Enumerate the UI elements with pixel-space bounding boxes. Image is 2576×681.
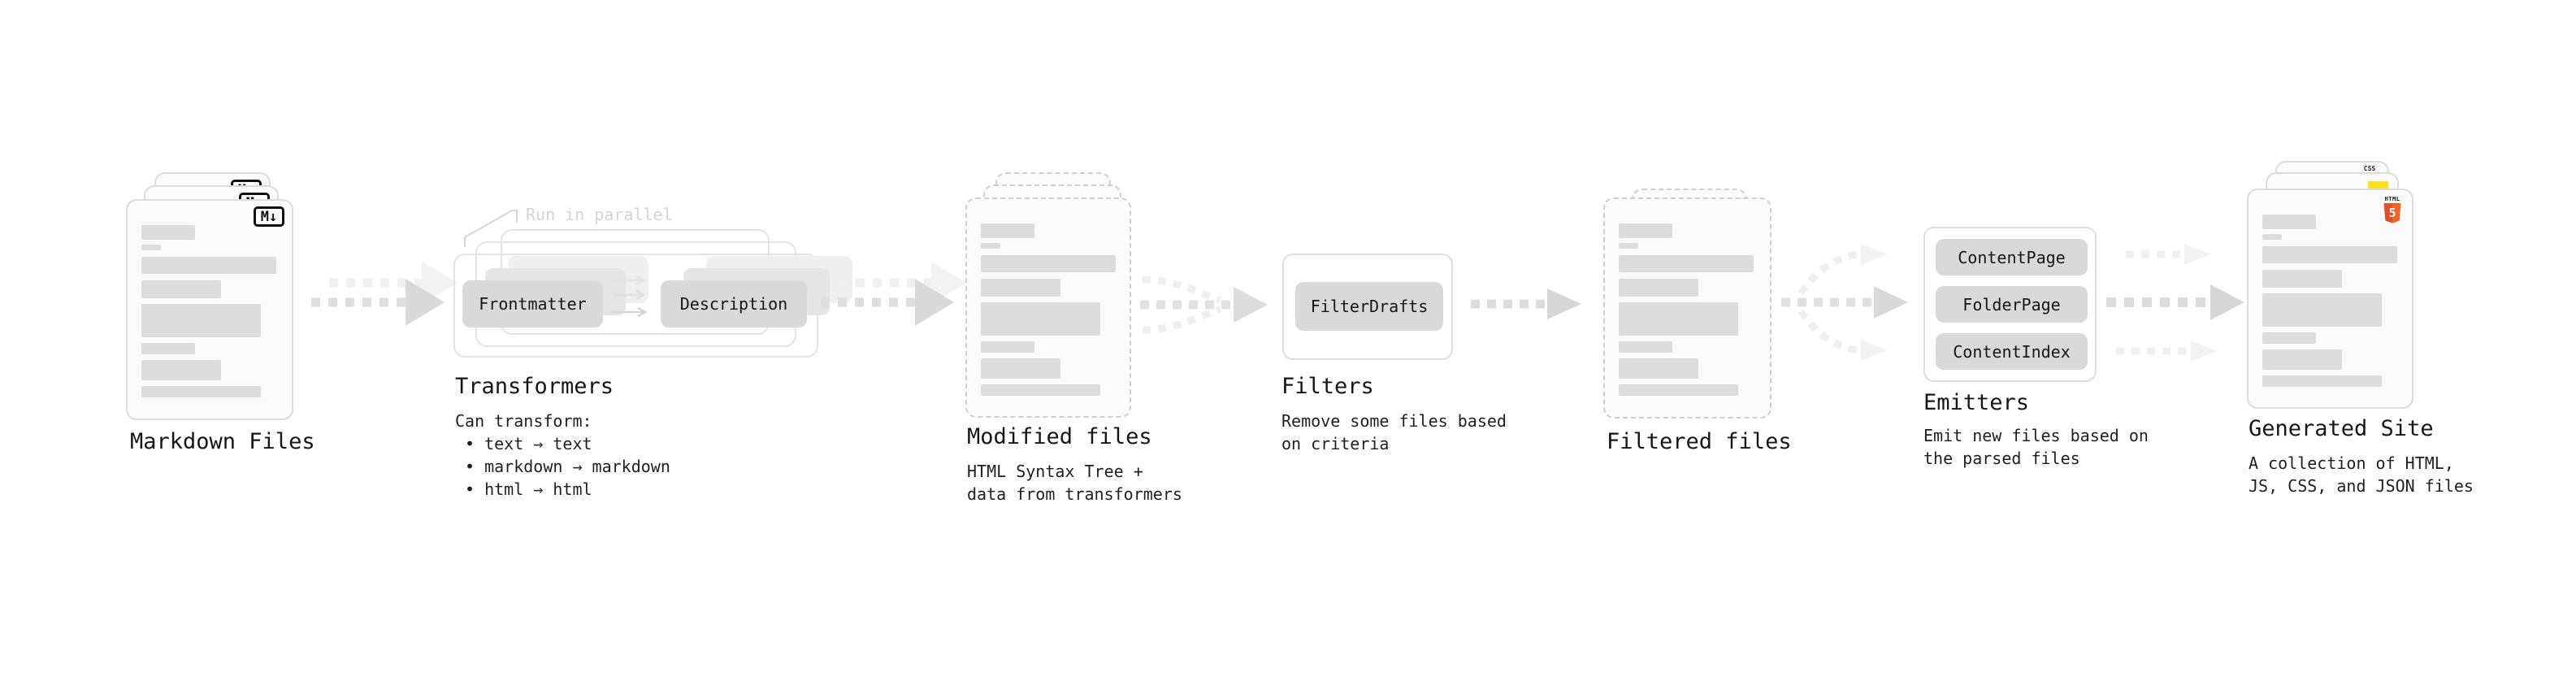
parallel-arrows-icon	[611, 275, 648, 318]
generated-site-stack: CSS HTML 5	[2247, 161, 2418, 413]
emitters-desc: Emit new files based on the parsed files	[1923, 426, 2149, 468]
flow-arrow-markdown-to-transformers	[311, 262, 458, 326]
text-placeholder-bar	[981, 384, 1100, 396]
text-placeholder-bar	[1619, 341, 1672, 353]
text-placeholder-bar	[981, 358, 1060, 379]
text-placeholder-bar	[141, 245, 161, 250]
html-file-card: HTML 5	[2247, 189, 2413, 409]
markdown-file-card-front: M↓	[126, 199, 293, 420]
text-placeholder-bar	[2262, 293, 2382, 327]
transformers-bullet: • text → text	[465, 434, 592, 453]
transformers-group: Run in parallel Frontmatter Description	[453, 205, 852, 530]
text-placeholder-bar	[141, 304, 261, 337]
description-pill: Description	[661, 280, 807, 327]
filters-desc: Remove some files based on criteria	[1281, 411, 1507, 453]
flow-arrow-filtered-to-emitters	[1781, 244, 1908, 361]
text-placeholder-bar	[1619, 302, 1738, 336]
flow-arrow-filters-to-filtered	[1471, 288, 1581, 319]
modified-files-label: Modified files	[967, 424, 1152, 449]
text-placeholder-bar	[981, 223, 1034, 238]
text-placeholder-bar	[1619, 384, 1738, 396]
modified-files-desc: HTML Syntax Tree + data from transformer…	[967, 462, 1182, 504]
markdown-files-stack: M↓ M↓ M↓	[126, 172, 297, 424]
text-placeholder-bar	[981, 255, 1116, 272]
transformers-bullet: • markdown → markdown	[465, 457, 670, 476]
text-placeholder-bar	[1619, 255, 1754, 272]
emitters-panel: ContentPage FolderPage ContentIndex	[1923, 227, 2097, 382]
text-placeholder-bar	[1619, 279, 1698, 297]
flow-arrow-emitters-to-site	[2106, 244, 2244, 362]
filterdrafts-pill: FilterDrafts	[1295, 282, 1443, 331]
text-placeholder-bar	[981, 302, 1100, 336]
filters-panel: FilterDrafts	[1282, 254, 1453, 360]
callout-line	[464, 210, 518, 247]
text-placeholder-bar	[2262, 234, 2282, 240]
filtered-file-card-front	[1603, 197, 1772, 419]
text-placeholder-bar	[1619, 358, 1698, 379]
text-placeholder-bar	[981, 243, 1000, 249]
generated-site-desc: A collection of HTML, JS, CSS, and JSON …	[2249, 453, 2474, 496]
text-placeholder-bar	[141, 360, 221, 380]
markdown-icon: M↓	[254, 206, 284, 227]
text-placeholder-bar	[2262, 332, 2316, 344]
text-placeholder-bar	[141, 386, 261, 397]
run-in-parallel-note: Run in parallel	[526, 205, 673, 224]
transformers-desc-title: Can transform:	[455, 411, 592, 431]
emitters-heading: Emitters	[1923, 390, 2030, 415]
html5-icon: HTML 5	[2382, 196, 2403, 225]
text-placeholder-bar	[981, 279, 1060, 297]
text-placeholder-bar	[1619, 243, 1638, 249]
frontmatter-pill: Frontmatter	[462, 280, 603, 327]
contentpage-pill: ContentPage	[1936, 239, 2088, 275]
transformers-bullet: • html → html	[465, 479, 592, 499]
filters-heading: Filters	[1281, 374, 1374, 399]
text-placeholder-bar	[141, 280, 221, 298]
text-placeholder-bar	[2262, 375, 2382, 387]
modified-files-stack	[965, 172, 1136, 424]
text-placeholder-bar	[2262, 215, 2316, 229]
svg-text:5: 5	[2388, 206, 2396, 220]
text-placeholder-bar	[2262, 246, 2397, 263]
text-placeholder-bar	[1619, 223, 1672, 238]
flow-arrow-transformers-to-modified	[821, 262, 967, 326]
text-placeholder-bar	[2262, 349, 2342, 370]
filtered-files-stack	[1603, 189, 1774, 424]
modified-file-card-front	[965, 197, 1131, 418]
filtered-files-label: Filtered files	[1607, 429, 1792, 454]
text-placeholder-bar	[141, 257, 276, 274]
markdown-files-label: Markdown Files	[130, 429, 315, 454]
text-placeholder-bar	[141, 225, 195, 240]
folderpage-pill: FolderPage	[1936, 286, 2088, 323]
text-placeholder-bar	[141, 343, 195, 354]
contentindex-pill: ContentIndex	[1936, 333, 2088, 370]
generated-site-label: Generated Site	[2249, 416, 2434, 441]
text-placeholder-bar	[2262, 270, 2342, 288]
transformers-heading: Transformers	[455, 374, 614, 399]
flow-arrow-modified-to-filters	[1140, 275, 1268, 334]
text-placeholder-bar	[981, 341, 1034, 353]
